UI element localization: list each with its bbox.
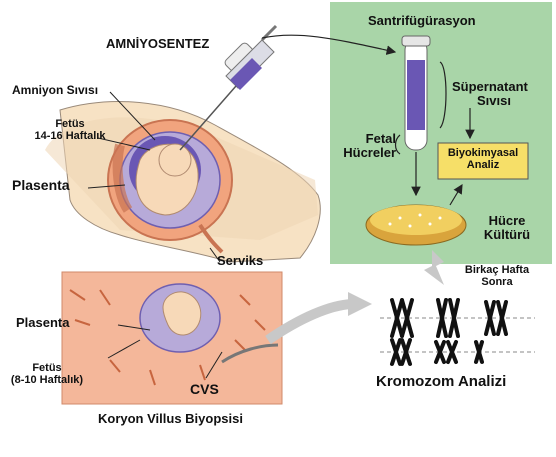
label-cvs-fetus-line1: Fetüs <box>32 362 62 374</box>
label-fetus-line2: 14-16 Haftalık <box>34 130 106 143</box>
label-cvs-fetus-line2: (8-10 Haftalık) <box>10 374 84 387</box>
supernatant-bracket <box>439 61 447 129</box>
leader-lines <box>87 91 221 263</box>
cvs-fetus <box>162 291 202 336</box>
biochemical-analysis-box <box>437 142 529 180</box>
label-cvs-placenta: Plasenta <box>16 315 70 330</box>
label-chromosome-analysis: Kromozom Analizi <box>376 373 507 390</box>
chorionic-villi <box>69 289 266 386</box>
label-biochem-line1: Biyokimyasal <box>447 147 519 159</box>
chromosome-row-1 <box>390 298 508 338</box>
placenta <box>112 143 133 213</box>
label-supernatant-line1: Süpernatant <box>452 79 528 94</box>
label-cell-culture: Hücre Kültürü <box>472 213 542 243</box>
arrow-to-centrifuge <box>261 34 397 55</box>
label-culture-line2: Kültürü <box>483 227 531 243</box>
chromosome-row-2 <box>390 338 484 366</box>
label-supernatant: Süpernatant Sıvısı <box>452 79 536 109</box>
label-amniotic-fluid: Amniyon Sıvısı <box>12 83 99 97</box>
label-weeks-line1: Birkaç Hafta <box>464 264 530 276</box>
label-fetus-8-10: Fetüs (8-10 Haftalık) <box>6 362 88 386</box>
arrow-culture-to-biochem <box>449 183 463 206</box>
cells-bracket <box>394 134 401 155</box>
label-placenta: Plasenta <box>12 177 70 193</box>
label-cervix: Serviks <box>217 253 264 268</box>
cvs-catheter <box>221 343 279 364</box>
mother-abdomen-illustration <box>45 101 321 263</box>
cervix <box>198 223 224 254</box>
label-fetus-14-16: Fetüs 14-16 Haftalık <box>20 118 120 142</box>
label-biochem-line2: Analiz <box>466 159 500 172</box>
label-cvs-caption: Koryon Villus Biyopsisi <box>98 411 243 426</box>
syringe-icon <box>179 24 278 151</box>
title-amniocentesis: AMNİYOSENTEZ <box>106 36 210 51</box>
label-centrifuge: Santrifügürasyon <box>368 13 476 28</box>
petri-dish <box>365 204 467 246</box>
label-fetus-line1: Fetüs <box>55 118 85 130</box>
label-few-weeks-later: Birkaç Hafta Sonra <box>452 264 542 288</box>
label-fetal-cells: Fetal Hücreler <box>332 131 396 161</box>
arrow-to-karyotype <box>424 250 444 285</box>
arrow-cvs-to-karyotype <box>265 299 353 345</box>
label-biochemical-analysis: Biyokimyasal Analiz <box>438 147 528 171</box>
karyotype <box>380 298 535 366</box>
cvs-leader-lines <box>107 324 223 379</box>
label-cvs: CVS <box>190 381 219 397</box>
label-fetal-cells-line1: Fetal <box>365 131 396 146</box>
label-culture-line1: Hücre <box>488 213 526 228</box>
label-fetal-cells-line2: Hücreler <box>343 145 396 161</box>
centrifuge-tube <box>401 35 431 151</box>
label-weeks-line2: Sonra <box>481 276 513 289</box>
label-supernatant-line2: Sıvısı <box>477 93 511 109</box>
